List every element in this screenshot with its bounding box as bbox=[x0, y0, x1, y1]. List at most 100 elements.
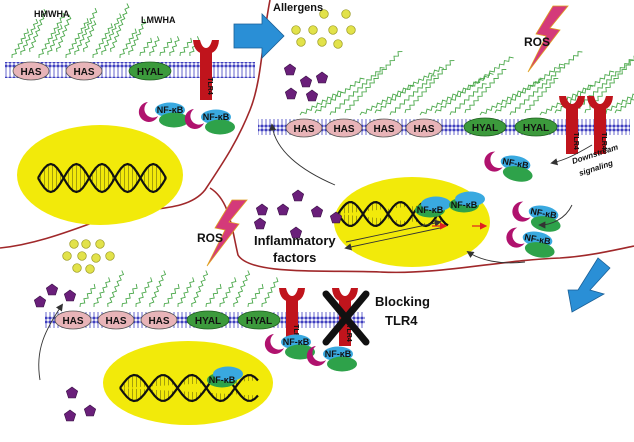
inflammatory-factor-pentagon bbox=[283, 63, 297, 76]
nf-kb-label: NF-κB bbox=[524, 232, 552, 247]
downstream-arrow bbox=[550, 144, 593, 166]
ha-chain bbox=[163, 283, 180, 308]
ha-chain bbox=[599, 93, 634, 116]
allergen-particle bbox=[317, 37, 327, 47]
nf-kb-complexes: NF-κBNF-κBNF-κBNF-κBNF-κBNF-κBNF-κBNF-κB… bbox=[138, 102, 561, 388]
has-enzyme bbox=[12, 61, 50, 81]
hmwha-label: HMWHA bbox=[34, 9, 70, 19]
ha-chain bbox=[434, 56, 514, 114]
factors-label: factors bbox=[273, 250, 316, 265]
ha-chain bbox=[191, 270, 209, 308]
dna-rungs bbox=[38, 164, 166, 192]
ha-chain bbox=[107, 270, 125, 308]
tlr4-head bbox=[559, 96, 585, 110]
allergen-particle bbox=[91, 253, 101, 263]
ha-chain bbox=[135, 277, 153, 308]
nf-kb-label: NF-κB bbox=[209, 375, 236, 385]
inflammatory-factor-pentagon bbox=[33, 295, 47, 308]
ha-chain bbox=[47, 24, 63, 56]
nf-kb-label: NF-κB bbox=[157, 105, 184, 115]
allergen-particles bbox=[62, 9, 356, 274]
has-enzyme bbox=[65, 61, 103, 81]
allergen-particle bbox=[105, 251, 115, 261]
has-enzyme bbox=[405, 118, 443, 138]
ha-chain bbox=[219, 277, 237, 308]
ha-chain bbox=[121, 283, 138, 308]
nfkb-to-nucleus-arrow bbox=[538, 204, 573, 229]
ha-chain bbox=[509, 51, 583, 116]
tlr4-stalk bbox=[594, 108, 606, 154]
allergen-particle bbox=[319, 9, 329, 19]
nf-kb-subunit-green bbox=[502, 166, 533, 182]
nf-kb-subunit-green bbox=[159, 112, 189, 128]
hyal-enzyme bbox=[186, 310, 230, 330]
nf-kb-complex: NF-κB bbox=[506, 227, 555, 258]
nf-kb-complex: NF-κB bbox=[138, 102, 189, 128]
has-enzyme bbox=[325, 118, 363, 138]
ha-chain bbox=[314, 77, 365, 114]
dna-strand bbox=[37, 162, 167, 194]
hyal-label: HYAL bbox=[523, 123, 549, 134]
tlr4-head bbox=[332, 288, 358, 302]
inflammatory-factor-pentagon bbox=[65, 386, 79, 399]
secretion-arrow bbox=[38, 303, 64, 381]
ha-chain bbox=[299, 90, 343, 116]
blocking-x-stroke bbox=[322, 290, 370, 346]
ros-bolts bbox=[206, 5, 569, 267]
allergen-particle bbox=[62, 251, 72, 261]
allergen-particle bbox=[308, 25, 318, 35]
ha-chain bbox=[233, 270, 251, 308]
ikb-crescent bbox=[184, 109, 204, 129]
hyal-label: HYAL bbox=[137, 67, 163, 78]
tlr4-label: TLR4 bbox=[572, 132, 579, 150]
allergen-particle bbox=[69, 239, 79, 249]
inflammatory-factor-pentagon bbox=[253, 217, 267, 230]
flow-arrows bbox=[38, 123, 593, 381]
allergen-particle bbox=[72, 263, 82, 273]
ha-chain bbox=[329, 67, 385, 116]
nf-kb-nuclear: NF-κB bbox=[449, 191, 485, 213]
ha-chain bbox=[83, 20, 97, 53]
ha-chain bbox=[79, 283, 96, 308]
allergen-particle bbox=[341, 9, 351, 19]
inflammatory-factor-pentagons bbox=[33, 63, 343, 422]
has-label: HAS bbox=[333, 124, 354, 135]
allergen-particle bbox=[77, 251, 87, 261]
ros-label-middle: ROS bbox=[197, 231, 223, 245]
ha-chain bbox=[374, 84, 415, 114]
inflammatory-factor-pentagon bbox=[289, 226, 303, 239]
allergen-particle bbox=[333, 39, 343, 49]
ha-chain bbox=[149, 36, 160, 57]
allergen-particle bbox=[346, 25, 356, 35]
ros-label-top: ROS bbox=[524, 35, 550, 49]
allergen-particle bbox=[85, 264, 95, 274]
ha-chain bbox=[38, 12, 65, 59]
inflammatory-factor-pentagon bbox=[63, 289, 77, 302]
allergen-particle bbox=[296, 37, 306, 47]
ha-chain bbox=[179, 37, 193, 57]
tlr4-stalk bbox=[566, 108, 578, 154]
nf-kb-subunit-blue bbox=[455, 191, 485, 207]
ha-chain bbox=[614, 98, 634, 114]
allergens-label: Allergens bbox=[273, 2, 323, 14]
ha-chain bbox=[404, 60, 455, 114]
has-enzyme bbox=[97, 310, 135, 330]
has-label: HAS bbox=[373, 124, 394, 135]
factors-release-arrow bbox=[345, 219, 442, 243]
ha-chain bbox=[149, 270, 167, 308]
tlr4-head bbox=[279, 288, 305, 302]
ha-chain bbox=[93, 277, 111, 308]
nf-kb-label: NF-κB bbox=[502, 156, 530, 171]
dna-strand bbox=[37, 162, 167, 194]
tlr4-receptor: TLR4 bbox=[587, 96, 613, 154]
ikb-crescent bbox=[138, 102, 158, 122]
ha-chain bbox=[449, 83, 487, 116]
blocking-arrow-icon bbox=[567, 257, 611, 313]
has-label: HAS bbox=[148, 316, 169, 327]
ha-chain bbox=[119, 28, 137, 59]
tlr4-label: TLR4 bbox=[206, 77, 213, 95]
hyaluronan-chains bbox=[11, 3, 634, 308]
ha-chain bbox=[464, 69, 507, 114]
ha-chain bbox=[20, 18, 39, 56]
